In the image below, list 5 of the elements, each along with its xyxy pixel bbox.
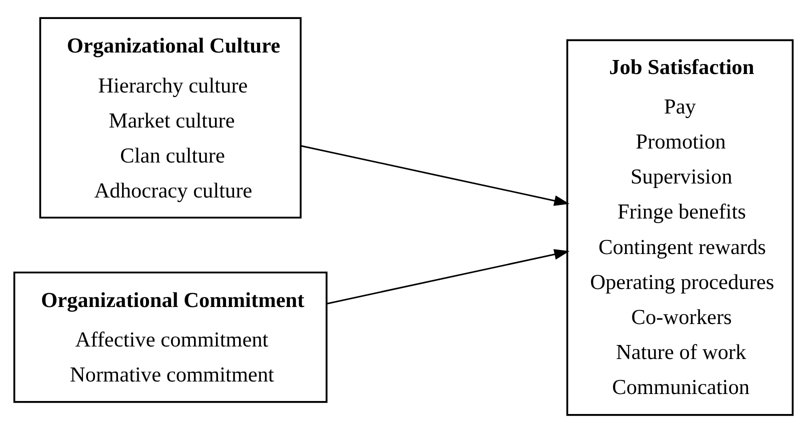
node-box: Job Satisfaction Pay Promotion Supervision Fringe benefits Contingent rewards Operating procedures Co-workers Nature of work Communication xyxy=(566,38,794,416)
arrow xyxy=(326,248,570,304)
node-box: Organizational Commitment Affective commitment Normative commitment xyxy=(13,271,328,402)
node-box: Organizational Culture Hierarchy culture Market culture Clan culture Adhocracy culture xyxy=(39,16,302,218)
arrow xyxy=(300,144,570,206)
